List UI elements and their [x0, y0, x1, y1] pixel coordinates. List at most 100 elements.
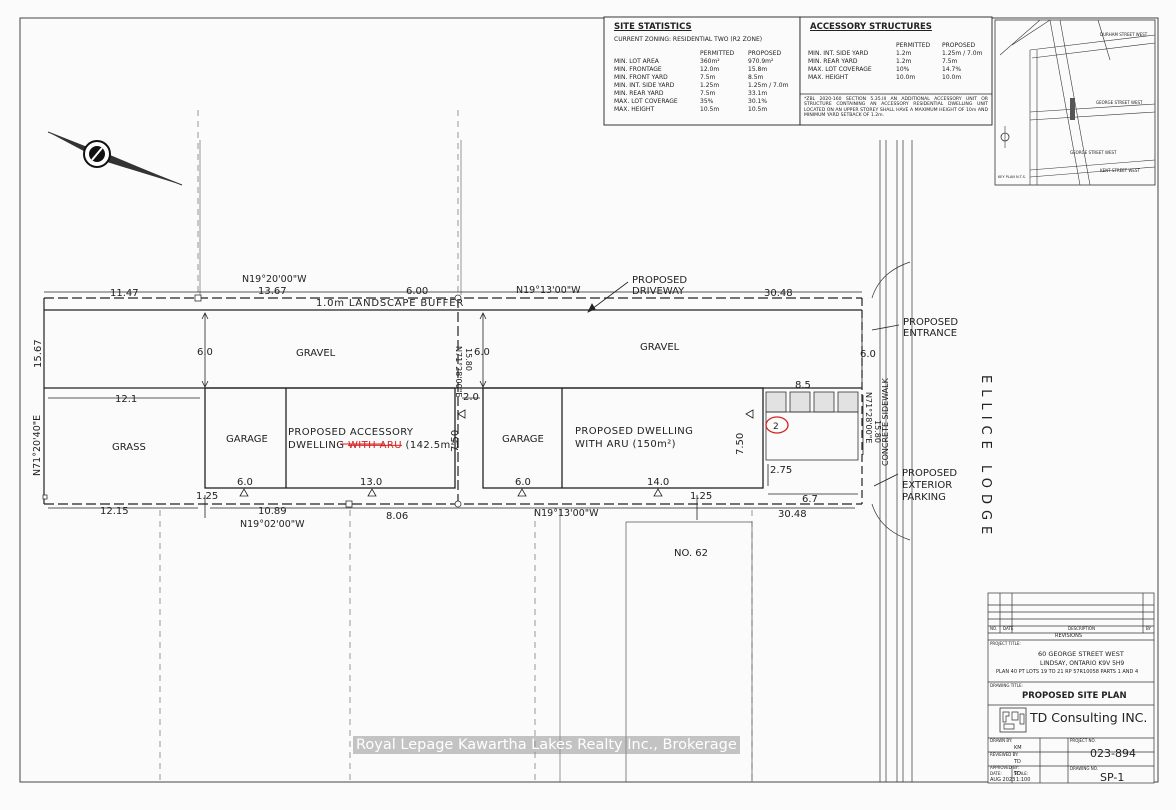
sidewalk-label: CONCRETE SIDEWALK: [881, 377, 890, 466]
dim-bot-8-06: 8.06: [386, 511, 408, 522]
dim-front-8-5: 8.5: [795, 380, 811, 391]
bearing-texts: N19°20'00"W N19°13'00"W N19°02'00"W N19°…: [32, 274, 873, 530]
garage-label-west: GARAGE: [226, 434, 268, 445]
dimension-texts: 11.47 13.67 6.00 30.48 6.0 6.0 6.0 12.1 …: [33, 286, 882, 522]
dim-circled-2: 2: [773, 422, 779, 432]
context-solid-lines: [199, 140, 561, 782]
leader-lines: [587, 281, 900, 487]
td-logo-icon: [999, 707, 1027, 733]
drawn-by-label: DRAWN BY:: [990, 738, 1012, 743]
dim-mid-15-80: 15.80: [464, 348, 473, 371]
watermark: Royal Lepage Kawartha Lakes Realty Inc.,…: [353, 736, 740, 754]
dim-side-w: 1.25: [196, 491, 218, 502]
dim-acc-13: 13.0: [360, 477, 382, 488]
neighbour-building: [625, 521, 753, 782]
key-street-4: KENT STREET WEST: [1100, 168, 1140, 173]
date-value: AUG 2023: [990, 777, 1015, 783]
dim-top-13-67: 13.67: [258, 286, 287, 297]
dim-acc-7-50: 7.50: [450, 430, 461, 452]
key-street-1: DURHAM STREET WEST: [1100, 32, 1148, 37]
revisions-label: REVISIONS: [1055, 633, 1082, 639]
dim-gravel-w: 6.0: [197, 347, 213, 358]
scale-value: 1:100: [1016, 777, 1030, 783]
project-no: 023-894: [1090, 747, 1136, 760]
dim-dw-7-50: 7.50: [735, 433, 746, 455]
dim-gap-2: 2.0: [463, 392, 479, 403]
accessory-structures-title: ACCESSORY STRUCTURES: [810, 22, 932, 32]
main-dwelling: [482, 387, 764, 489]
red-circle-mark: [765, 416, 789, 434]
entrance-label-1: PROPOSED: [903, 317, 958, 328]
dim-top-11-47: 11.47: [110, 288, 139, 299]
title-block: [987, 592, 1155, 784]
dim-right-6: 6.0: [860, 349, 876, 360]
lot-boundary: [43, 297, 863, 505]
accessory-note: *ZBL 2020-160 SECTION 5.35.III AN ADDITI…: [804, 97, 988, 119]
dim-top-30-48: 30.48: [764, 288, 793, 299]
bearing-top-west: N19°20'00"W: [242, 274, 307, 285]
key-map: DURHAM STREET WEST GEORGE STREET WEST GE…: [994, 19, 1156, 186]
address-line2: LINDSAY, ONTARIO K9V 5H9: [1040, 660, 1124, 667]
dim-grass-12-1: 12.1: [115, 394, 137, 405]
drawing-title: PROPOSED SITE PLAN: [1022, 691, 1127, 701]
site-statistics-box: [603, 16, 801, 126]
parking-label-3: PARKING: [902, 492, 946, 503]
boundary-markers: [42, 294, 462, 508]
rev-header-by: BY: [1146, 626, 1152, 631]
driveway-label-2: DRIVEWAY: [632, 286, 685, 297]
road-lines: [871, 140, 913, 782]
site-stats-header-row: PERMITTED PROPOSED: [700, 50, 782, 57]
dim-park-2-75: 2.75: [770, 465, 792, 476]
garage-label-east: GARAGE: [502, 434, 544, 445]
dim-gravel-e: 6.0: [474, 347, 490, 358]
rev-header-date: DATE: [1003, 626, 1014, 631]
approved-by: TD: [1013, 771, 1021, 777]
bearing-east-side: N71°28'00"E: [864, 392, 873, 443]
key-plan-label: KEY PLAN N.T.S.: [998, 175, 1026, 179]
bearing-bottom-west: N19°02'00"W: [240, 519, 305, 530]
dim-top-6-00: 6.00: [406, 286, 428, 297]
elevation-markers: [239, 409, 754, 497]
rev-header-no: NO.: [990, 626, 997, 631]
site-statistics-title: SITE STATISTICS: [614, 22, 692, 32]
approved-by-label: APPROVED BY:: [990, 765, 1019, 770]
acc-stats-header-row: PERMITTED PROPOSED: [896, 42, 976, 49]
rev-header-desc: DESCRIPTION: [1068, 626, 1095, 631]
grass-label: GRASS: [112, 442, 146, 453]
drawing-title-label: DRAWING TITLE:: [990, 683, 1023, 688]
landscape-buffer-label: 1.0m LANDSCAPE BUFFER: [316, 298, 464, 309]
bearing-west-side: N71°20'40"E: [32, 415, 43, 476]
driveway-label-1: PROPOSED: [632, 275, 687, 286]
dim-dw-14: 14.0: [647, 477, 669, 488]
dwelling-label-line1: PROPOSED DWELLING: [575, 426, 693, 437]
dim-park-6-7: 6.7: [802, 494, 818, 505]
bearing-top-east: N19°13'00"W: [516, 285, 581, 296]
gravel-label-east: GRAVEL: [640, 342, 680, 353]
area-labels: 1.0m LANDSCAPE BUFFER GRAVEL GRAVEL GRAS…: [112, 275, 993, 559]
dim-bot-30-48: 30.48: [778, 509, 807, 520]
parking-stalls: [765, 391, 859, 413]
title-block-texts: NO. DATE DESCRIPTION BY REVISIONS PROJEC…: [990, 626, 1152, 784]
dim-west-15-67: 15.67: [33, 339, 44, 368]
dim-dw-6: 6.0: [515, 477, 531, 488]
site-statistics-zoning: CURRENT ZONING: RESIDENTIAL TWO (R2 ZONE…: [614, 36, 763, 43]
scale-label: SCALE:: [1014, 771, 1028, 776]
reviewed-by-label: REVIEWED BY:: [990, 752, 1018, 757]
parking-pad: [765, 411, 859, 461]
bearing-middle: N71°28'00"E: [454, 346, 463, 397]
parking-label-2: EXTERIOR: [902, 480, 952, 491]
reviewed-by: TD: [1013, 759, 1021, 765]
key-street-2: GEORGE STREET WEST: [1096, 100, 1143, 105]
accessory-label-line1: PROPOSED ACCESSORY: [288, 427, 414, 438]
